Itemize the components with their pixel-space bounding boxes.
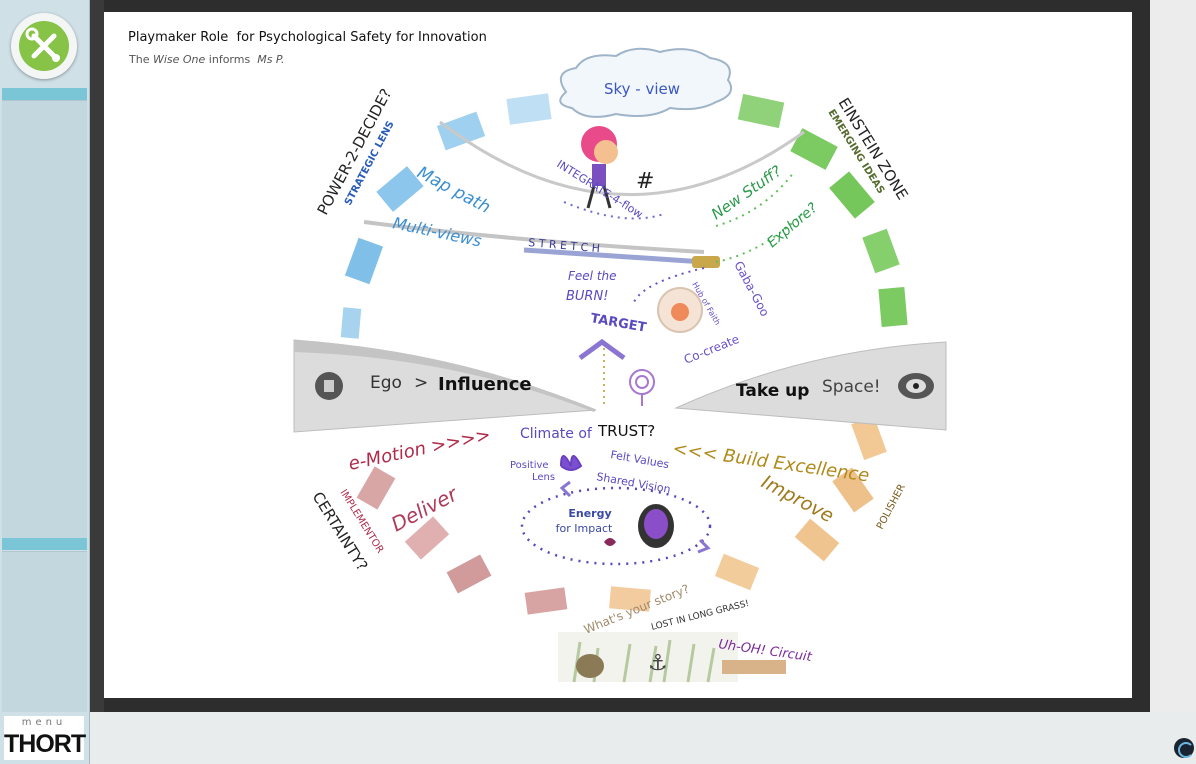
svg-text:#: # xyxy=(636,169,654,194)
slide-title: Playmaker Role for Psychological Safety … xyxy=(128,30,487,45)
slide-subtitle: The Wise One informs Ms P. xyxy=(129,53,285,66)
gaba-goo-label: Gaba-Goo xyxy=(731,259,772,319)
take-up-space-banner: Take up Space! xyxy=(674,341,947,431)
influence-label: Influence xyxy=(438,374,532,395)
map-path-label: Map path xyxy=(414,163,494,218)
e-motion-label: e-Motion >>>> xyxy=(347,424,493,475)
explore-label: Explore? xyxy=(764,200,821,251)
right-strip xyxy=(1150,0,1196,712)
for-impact-label: for Impact xyxy=(556,522,613,535)
take-up-label: Take up xyxy=(736,381,809,401)
climate-of-label: Climate of xyxy=(520,426,593,442)
viewer-gutter xyxy=(90,0,104,712)
app-corner-icon[interactable] xyxy=(1174,738,1194,758)
long-grass: ⚓ xyxy=(558,632,786,683)
slide-canvas: Playmaker Role for Psychological Safety … xyxy=(104,12,1132,698)
heart-icon xyxy=(560,455,583,471)
spiral-icon xyxy=(629,369,655,406)
svg-text:⚓: ⚓ xyxy=(648,651,668,676)
lens-label: Lens xyxy=(532,472,555,483)
ring-rose-segments xyxy=(356,466,568,615)
energy-label: Energy xyxy=(568,507,611,520)
new-stuff-label: New Stuff? xyxy=(708,162,785,223)
ring-blue-segments xyxy=(340,93,552,339)
stretch-clasp xyxy=(692,256,720,268)
target-chevron-icon xyxy=(578,338,626,361)
space-label: Space! xyxy=(822,377,881,397)
ego-banner: Ego > Influence xyxy=(293,339,597,433)
stretch-arc xyxy=(363,220,705,254)
tools-button[interactable] xyxy=(11,13,77,79)
ego-label: Ego xyxy=(370,373,402,393)
menu-label: menu xyxy=(21,717,67,728)
feel-the-label: Feel the xyxy=(568,269,617,283)
co-create-label: Co-create xyxy=(682,332,741,367)
trust-label: TRUST? xyxy=(597,422,655,440)
target-label: TARGET xyxy=(589,311,647,336)
energy-loop xyxy=(520,486,712,566)
wise-one-figure: # xyxy=(581,126,654,209)
stretch-bar xyxy=(523,247,705,265)
energy-figure-icon xyxy=(604,504,674,548)
upper-arc xyxy=(439,120,805,197)
ring-green-segments xyxy=(737,93,908,328)
thort-logo: THORT xyxy=(4,730,86,758)
tools-icon xyxy=(19,21,69,71)
positive-label: Positive xyxy=(510,460,549,471)
ego-gt-label: > xyxy=(414,373,428,393)
sky-view-cloud: Sky - view xyxy=(559,47,732,118)
shared-vision-label: Shared Vision xyxy=(595,470,671,496)
polisher-label: POLISHER xyxy=(875,482,908,531)
ring-gold-segments xyxy=(609,416,887,612)
sidebar-accent-band-bottom xyxy=(2,538,87,550)
felt-values-label: Felt Values xyxy=(609,448,670,471)
sidebar-panel-lower xyxy=(2,551,87,712)
sidebar-panel-upper xyxy=(2,100,87,539)
playmaker-diagram: Sky - view # xyxy=(293,47,947,683)
sidebar: menu THORT xyxy=(0,0,90,764)
menu-button[interactable]: menu THORT xyxy=(4,716,86,760)
multi-views-label: Multi-views xyxy=(391,213,483,250)
stretch-label: S T R E T C H xyxy=(528,236,601,255)
sky-view-label: Sky - view xyxy=(604,80,680,98)
burn-label: BURN! xyxy=(566,289,608,304)
sidebar-accent-band-top xyxy=(2,88,87,100)
